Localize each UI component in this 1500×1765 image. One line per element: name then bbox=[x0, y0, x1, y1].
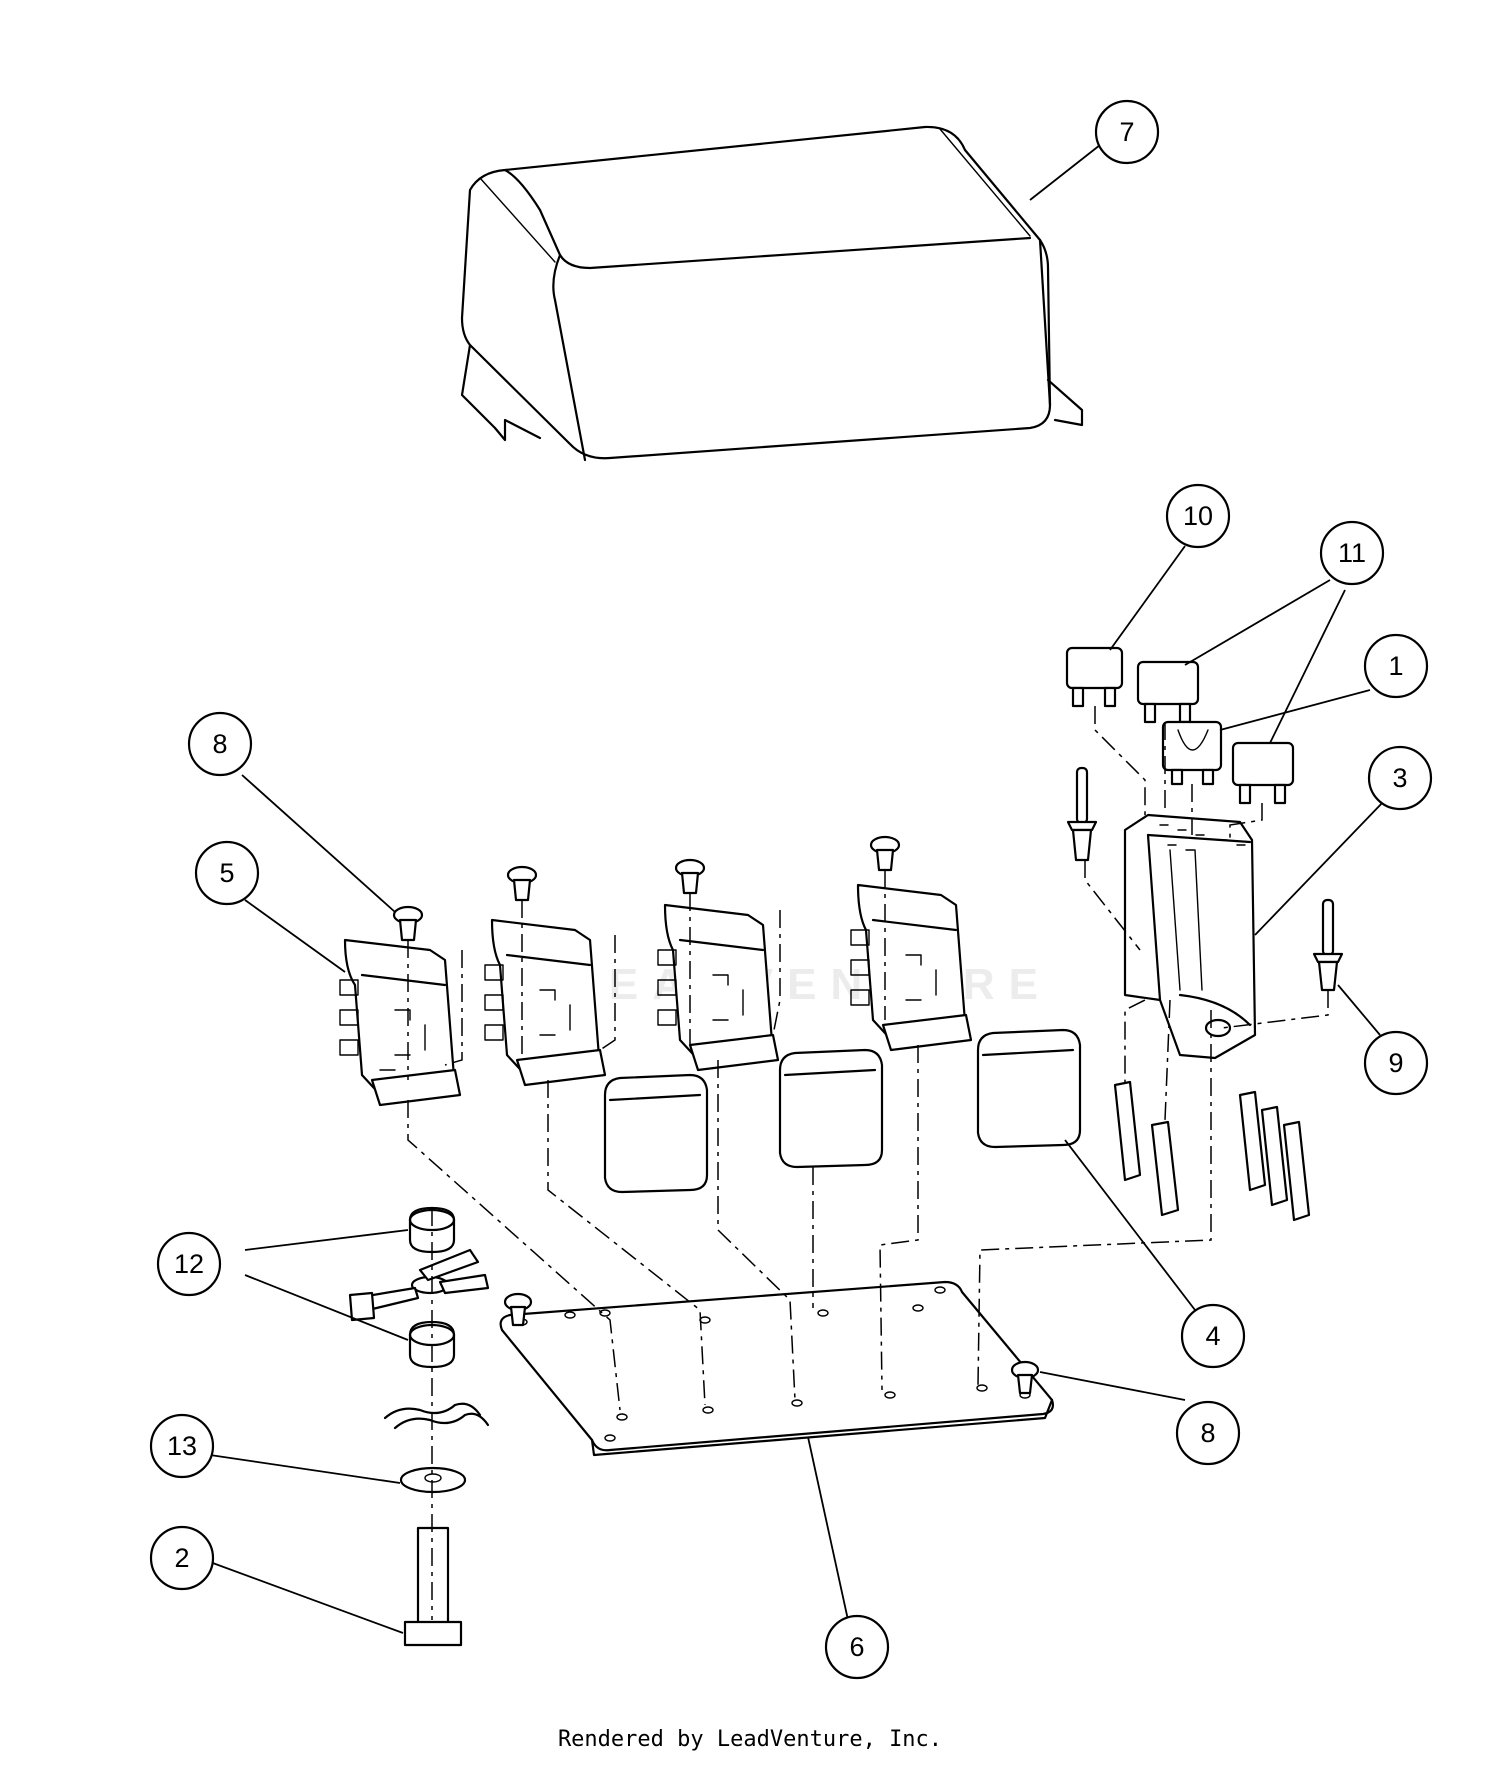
render-credit-footer: Rendered by LeadVenture, Inc. bbox=[557, 1727, 943, 1752]
svg-text:8: 8 bbox=[1200, 1418, 1215, 1448]
svg-text:13: 13 bbox=[167, 1431, 197, 1461]
relay-socket-part-5-2[interactable] bbox=[484, 918, 607, 1087]
relay-socket-part-5-4[interactable] bbox=[850, 883, 973, 1052]
push-rivet-part-8-plate-right[interactable] bbox=[1010, 1360, 1040, 1395]
svg-text:3: 3 bbox=[1392, 763, 1407, 793]
callout-4: 4 bbox=[1180, 1303, 1246, 1369]
callout-10: 10 bbox=[1165, 483, 1231, 549]
svg-text:4: 4 bbox=[1205, 1321, 1220, 1351]
push-rivet-part-9-right[interactable] bbox=[1312, 898, 1344, 992]
fuse-part-11-lower[interactable] bbox=[1231, 741, 1295, 805]
callout-13: 13 bbox=[149, 1413, 215, 1479]
bolt-part-2[interactable] bbox=[403, 1526, 463, 1647]
callout-2: 2 bbox=[149, 1525, 215, 1591]
svg-text:10: 10 bbox=[1183, 501, 1213, 531]
callout-1: 1 bbox=[1363, 633, 1429, 699]
base-plate-part-6[interactable] bbox=[499, 1280, 1055, 1457]
svg-text:5: 5 bbox=[219, 858, 234, 888]
svg-text:11: 11 bbox=[1338, 538, 1366, 568]
ring-terminal-assembly[interactable] bbox=[348, 1248, 490, 1322]
svg-text:1: 1 bbox=[1388, 651, 1403, 681]
push-rivet-part-8-2[interactable] bbox=[506, 865, 538, 902]
svg-text:9: 9 bbox=[1388, 1048, 1403, 1078]
relay-socket-part-5-1[interactable] bbox=[339, 938, 462, 1107]
svg-text:8: 8 bbox=[212, 729, 227, 759]
relay-part-4-2[interactable] bbox=[778, 1048, 884, 1169]
callout-3: 3 bbox=[1367, 745, 1433, 811]
push-rivet-part-8-1[interactable] bbox=[392, 905, 424, 942]
leader-lines bbox=[209, 144, 1386, 1634]
fuse-holder-part-3[interactable] bbox=[1123, 813, 1257, 1060]
callout-6: 6 bbox=[824, 1614, 890, 1680]
relay-part-4-1[interactable] bbox=[603, 1073, 709, 1194]
terminals-right[interactable] bbox=[1238, 1090, 1311, 1222]
relay-part-4-3[interactable] bbox=[976, 1028, 1082, 1149]
svg-text:12: 12 bbox=[174, 1249, 204, 1279]
fuse-part-1[interactable] bbox=[1161, 720, 1223, 786]
callout-8-lower: 8 bbox=[1175, 1400, 1241, 1466]
relay-socket-part-5-3[interactable] bbox=[657, 903, 780, 1072]
push-rivet-part-8-plate-left[interactable] bbox=[503, 1292, 533, 1327]
washer-part-13[interactable] bbox=[399, 1466, 467, 1494]
push-rivet-part-8-3[interactable] bbox=[674, 858, 706, 895]
callout-5: 5 bbox=[194, 840, 260, 906]
fuse-slot-marks bbox=[1159, 824, 1246, 851]
svg-text:6: 6 bbox=[849, 1632, 864, 1662]
callout-12: 12 bbox=[156, 1231, 222, 1297]
cover-part-7[interactable] bbox=[460, 125, 1084, 462]
svg-text:2: 2 bbox=[174, 1543, 189, 1573]
svg-text:7: 7 bbox=[1119, 117, 1134, 147]
assembly-lines bbox=[407, 706, 1329, 1620]
fuse-part-11-upper[interactable] bbox=[1136, 660, 1200, 724]
callout-8-upper: 8 bbox=[187, 711, 253, 777]
terminals-left[interactable] bbox=[1113, 1080, 1180, 1217]
push-rivet-part-9-left[interactable] bbox=[1066, 766, 1098, 862]
wire-break bbox=[383, 1402, 490, 1430]
callout-11: 11 bbox=[1319, 520, 1385, 586]
push-rivet-part-8-4[interactable] bbox=[869, 835, 901, 872]
fuse-part-10[interactable] bbox=[1065, 646, 1124, 708]
callout-7: 7 bbox=[1094, 99, 1160, 165]
callout-9: 9 bbox=[1363, 1030, 1429, 1096]
